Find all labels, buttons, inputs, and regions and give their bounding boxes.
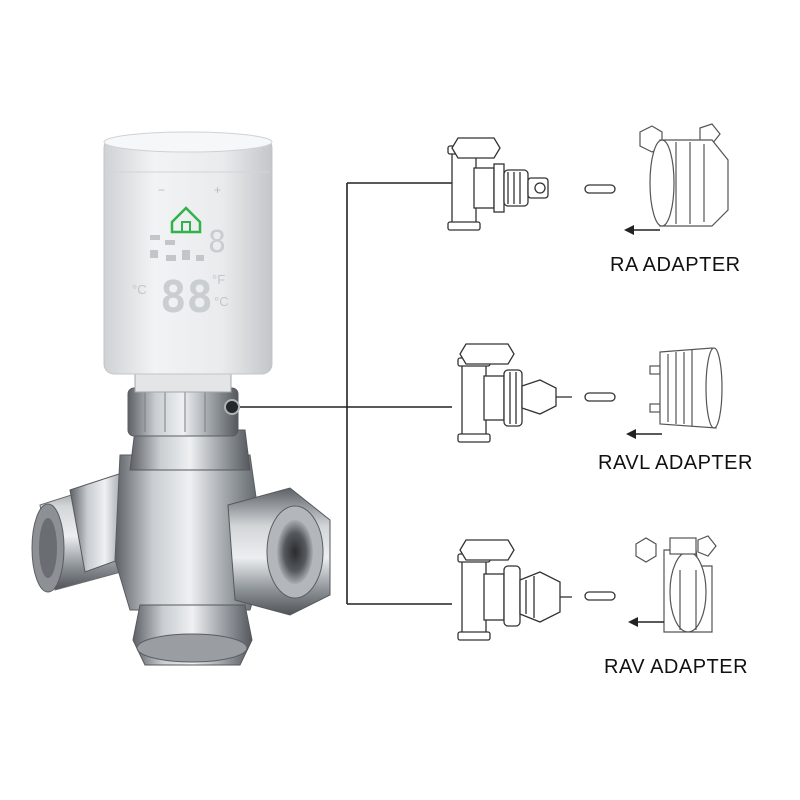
rav-valve-drawing bbox=[457, 539, 572, 641]
rav-adapter-drawing bbox=[635, 535, 717, 633]
celsius-unit-left: °C bbox=[132, 282, 147, 297]
ra-adapter-drawing bbox=[639, 123, 729, 227]
rav-adapter-label: RAV ADAPTER bbox=[604, 656, 749, 678]
ra-adapter-label: RA ADAPTER bbox=[610, 254, 741, 276]
home-icon bbox=[170, 206, 202, 234]
minus-symbol: − bbox=[158, 183, 165, 197]
ra-pin-icon bbox=[584, 184, 616, 194]
thermostat-head: − + 8 88 °C °F °C bbox=[103, 131, 273, 375]
locking-ring bbox=[127, 371, 240, 437]
fahrenheit-unit: °F bbox=[212, 272, 225, 287]
ravl-arrow-icon bbox=[626, 429, 662, 439]
rav-pin-icon bbox=[584, 591, 616, 601]
small-digit-display: 8 bbox=[208, 225, 226, 260]
mode-icons bbox=[150, 235, 204, 261]
ravl-adapter-drawing bbox=[649, 347, 723, 429]
rav-arrow-icon bbox=[628, 617, 664, 627]
connector-lines bbox=[240, 182, 452, 605]
large-digit-display: 88 bbox=[160, 272, 213, 323]
ra-arrow-icon bbox=[624, 225, 660, 235]
connection-dot bbox=[224, 399, 240, 415]
ra-valve-drawing bbox=[447, 137, 549, 231]
celsius-unit-right: °C bbox=[214, 294, 229, 309]
ravl-pin-icon bbox=[584, 392, 616, 402]
plus-symbol: + bbox=[214, 183, 221, 197]
valve-body bbox=[31, 429, 331, 666]
ravl-valve-drawing bbox=[457, 343, 572, 443]
ravl-adapter-label: RAVL ADAPTER bbox=[598, 452, 753, 474]
